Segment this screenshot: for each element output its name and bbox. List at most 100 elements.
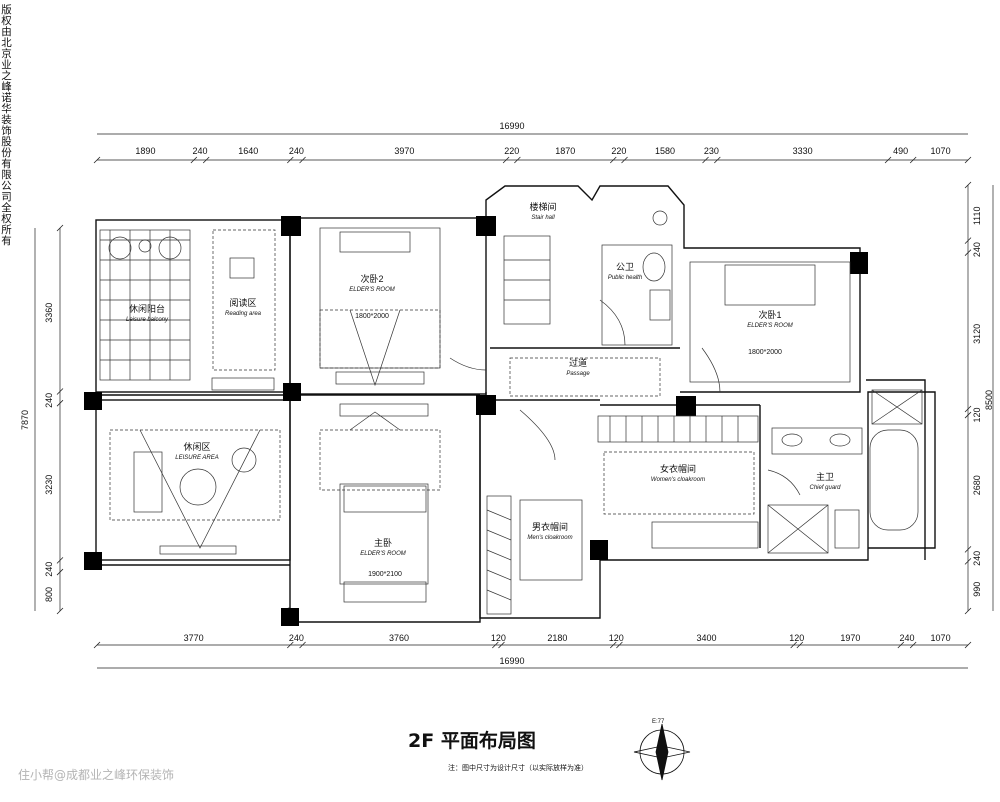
dimension-tick (502, 156, 510, 164)
room-label-pubwc: 公卫 (616, 262, 634, 272)
dimension-tick (964, 249, 972, 256)
dimension-tick (609, 156, 617, 164)
room-label-reading-en: Reading area (225, 311, 262, 317)
dimension-tick (897, 641, 905, 649)
dimension-label: 120 (491, 633, 506, 643)
dimension-label: 240 (289, 633, 304, 643)
dimension-label: 230 (704, 146, 719, 156)
dimension-label: 240 (44, 562, 54, 577)
dimension-total: 16990 (499, 656, 524, 666)
room-label-corridor: 过道 (569, 357, 587, 368)
dimension-label: 240 (899, 633, 914, 643)
dimension-tick (514, 156, 521, 164)
dimension-label: 1890 (135, 146, 155, 156)
dimension-label: 2680 (972, 475, 982, 495)
dimension-label: 3120 (972, 324, 982, 344)
room-label-mencloak-en: Men's cloakroom (527, 535, 572, 541)
room-label-bed2-en: ELDER'S ROOM (349, 287, 395, 293)
dimension-label: 990 (972, 582, 982, 597)
room-label-master: 主卧 (374, 537, 392, 548)
dimension-tick (56, 399, 64, 407)
room-label-leisure-en: LEISURE AREA (175, 455, 218, 461)
dimension-tick (56, 388, 64, 395)
room-label-balcony: 休闲阳台 (129, 303, 165, 314)
dimension-tick (93, 156, 101, 164)
dimension-tick (964, 641, 972, 649)
dimension-tick (702, 156, 709, 164)
dimension-tick (964, 237, 972, 244)
room-label-corridor-en: Passage (566, 371, 590, 377)
dimension-label: 220 (611, 146, 626, 156)
north-compass (633, 723, 691, 781)
dimension-label: 3770 (184, 633, 204, 643)
dimension-tick (616, 641, 623, 649)
dimension-tick (492, 641, 499, 649)
walls (95, 185, 936, 623)
dimension-tick (964, 405, 972, 413)
dimension-label: 240 (44, 393, 54, 408)
dimension-tick (56, 557, 64, 564)
dimension-total: 8500 (984, 390, 994, 410)
dimension-label: 1070 (931, 633, 951, 643)
plan-note: 注：图中尺寸为设计尺寸（以实际放样为准） (448, 764, 588, 772)
dimension-tick (56, 607, 64, 615)
dimension-label: 220 (504, 146, 519, 156)
dimension-label: 1070 (931, 146, 951, 156)
dimension-label: 1580 (655, 146, 675, 156)
dimension-tick (964, 558, 972, 565)
dimension-label: 3760 (389, 633, 409, 643)
dimension-label: 1640 (238, 146, 258, 156)
room-label-balcony-en: Leisure balcony (126, 317, 169, 323)
room-label-bed1: 次卧1 (758, 309, 781, 320)
dimension-tick (621, 156, 628, 164)
dimension-tick (790, 641, 797, 649)
dimension-tick (796, 641, 804, 649)
room-label-mencloak: 男衣帽间 (532, 521, 568, 532)
dimension-label: 240 (289, 146, 304, 156)
dimension-tick (964, 607, 972, 615)
dimension-ticks (56, 156, 972, 649)
dimension-tick (299, 641, 306, 649)
dimension-label: 3970 (394, 146, 414, 156)
room-label-bed1-en: ELDER'S ROOM (747, 323, 793, 329)
dimension-tick (286, 641, 294, 649)
room-label-bed2: 次卧2 (360, 273, 383, 284)
bed-size-master: 1900*2100 (368, 571, 402, 578)
dimension-tick (190, 156, 198, 164)
dimension-tick (909, 156, 917, 164)
dimension-label: 800 (44, 587, 54, 602)
dimension-label: 3400 (697, 633, 717, 643)
room-labels: 休闲阳台 Leisure balcony 阅读区 Reading area 次卧2ELD… (126, 201, 841, 578)
room-label-master-en: ELDER'S ROOM (360, 551, 406, 557)
dimension-label: 240 (972, 242, 982, 257)
dimension-tick (56, 568, 64, 576)
dimension-tick (964, 411, 972, 419)
dimension-total: 16990 (499, 121, 524, 131)
dimension-label: 120 (609, 633, 624, 643)
dimension-tick (202, 156, 210, 164)
bed-size-bed1: 1800*2000 (748, 349, 782, 356)
dimension-label: 490 (893, 146, 908, 156)
dimension-total: 7870 (20, 410, 30, 430)
dimension-label: 1110 (972, 206, 982, 225)
dimension-label: 3360 (44, 303, 54, 323)
dimension-tick (609, 641, 617, 649)
room-label-reading: 阅读区 (229, 297, 256, 308)
room-label-masterbath: 主卫 (816, 471, 834, 482)
dimension-tick (714, 156, 721, 164)
dimension-label: 240 (972, 551, 982, 566)
dimension-lines (34, 133, 994, 669)
bed-size-bed2: 1800*2000 (355, 313, 389, 320)
dimension-label: 1970 (840, 633, 860, 643)
watermark-text: 住小帮@成都业之峰环保装饰 (18, 768, 175, 782)
dimension-tick (299, 156, 306, 164)
dimension-tick (93, 641, 101, 649)
room-label-leisure: 休闲区 (183, 441, 210, 452)
dimension-tick (909, 641, 917, 649)
dimension-tick (56, 224, 64, 232)
room-label-stair-en: Stair hall (531, 215, 555, 221)
room-label-pubwc-en: Public health (608, 275, 643, 281)
furniture (99, 210, 923, 615)
room-label-stair: 楼梯间 (529, 201, 556, 212)
